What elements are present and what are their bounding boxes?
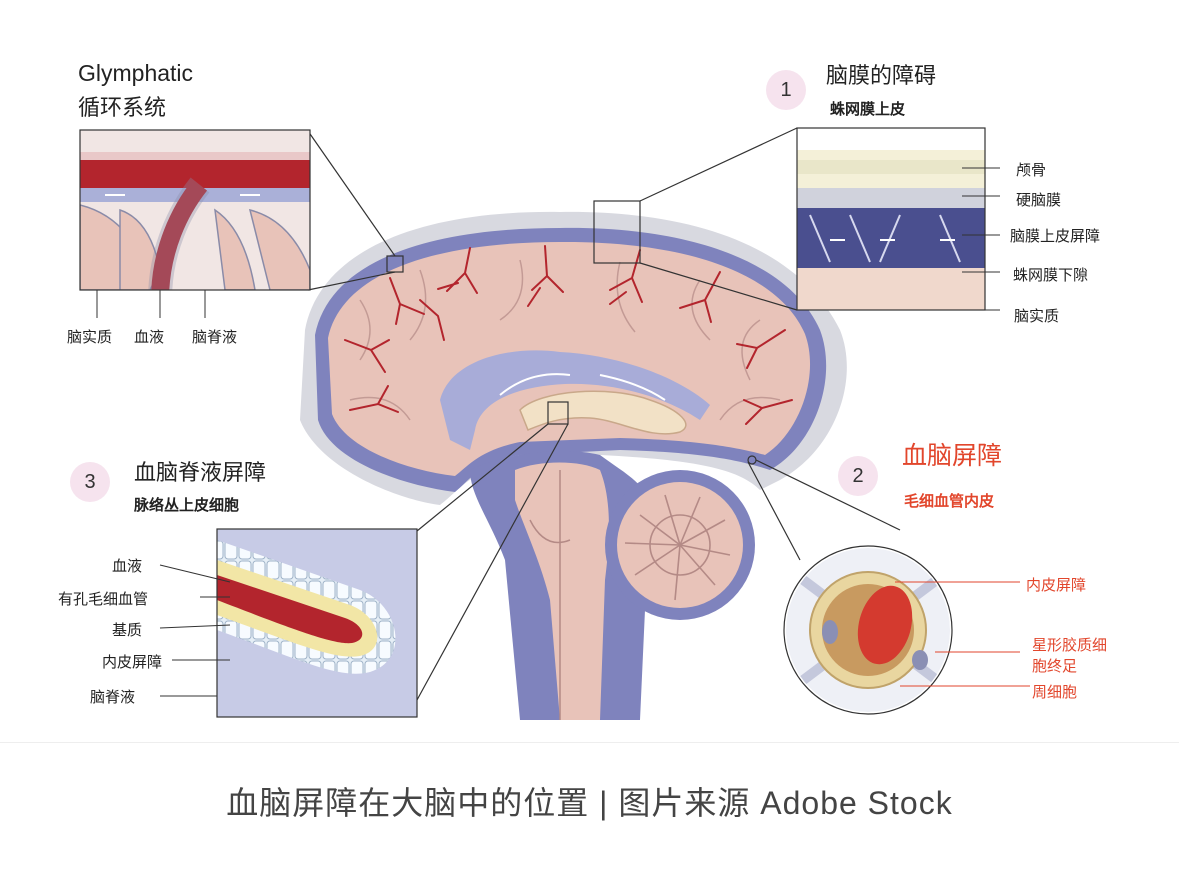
figure-caption: 血脑屏障在大脑中的位置 | 图片来源 Adobe Stock	[226, 785, 953, 821]
meninges-label-subarachnoid: 蛛网膜下隙	[1013, 267, 1089, 284]
bbb-label-astrocyte-2: 胞终足	[1032, 658, 1078, 675]
meninges-number-badge: 1	[766, 70, 806, 110]
glymphatic-label-blood: 血液	[134, 329, 165, 346]
bbb-label-pericyte: 周细胞	[1032, 684, 1078, 701]
brain-diagram	[79, 127, 1030, 720]
bbb-label-endothelial: 内皮屏障	[1026, 577, 1087, 594]
bbb-title: 血脑屏障	[902, 442, 1003, 470]
bcsf-title: 血脑脊液屏障	[134, 460, 267, 485]
bcsf-label-blood: 血液	[112, 558, 143, 575]
choroid-inset	[217, 529, 417, 717]
meninges-inset	[797, 128, 985, 310]
meninges-subtitle: 蛛网膜上皮	[830, 101, 906, 118]
brainstem	[515, 462, 609, 720]
meninges-label-skull: 颅骨	[1016, 162, 1047, 179]
bbb-number-badge: 2	[838, 456, 878, 496]
bcsf-label-capillary: 有孔毛细血管	[58, 591, 149, 608]
glymphatic-label-parenchyma: 脑实质	[67, 329, 113, 346]
ventricle	[440, 350, 710, 450]
meninges-label-parenchyma: 脑实质	[1014, 308, 1060, 325]
bbb-label-astrocyte-1: 星形胶质细	[1032, 637, 1108, 654]
capillary-inset	[786, 548, 950, 712]
meninges-title: 脑膜的障碍	[826, 63, 937, 88]
bcsf-subtitle: 脉络丛上皮细胞	[134, 497, 240, 514]
meninges-label-dura: 硬脑膜	[1016, 192, 1062, 209]
bcsf-number-badge: 3	[70, 462, 110, 502]
caption-divider	[0, 742, 1179, 743]
bcsf-label-endothelial: 内皮屏障	[102, 654, 163, 671]
bcsf-label-csf: 脑脊液	[90, 689, 136, 706]
glymphatic-inset	[80, 130, 310, 290]
bbb-subtitle: 毛细血管内皮	[904, 493, 995, 510]
meninges-label-barrier: 脑膜上皮屏障	[1010, 228, 1101, 245]
glymphatic-title-en: Glymphatic	[78, 60, 194, 86]
glymphatic-label-csf: 脑脊液	[192, 329, 238, 346]
bcsf-label-matrix: 基质	[112, 622, 143, 639]
glymphatic-title-cn: 循环系统	[78, 95, 167, 120]
